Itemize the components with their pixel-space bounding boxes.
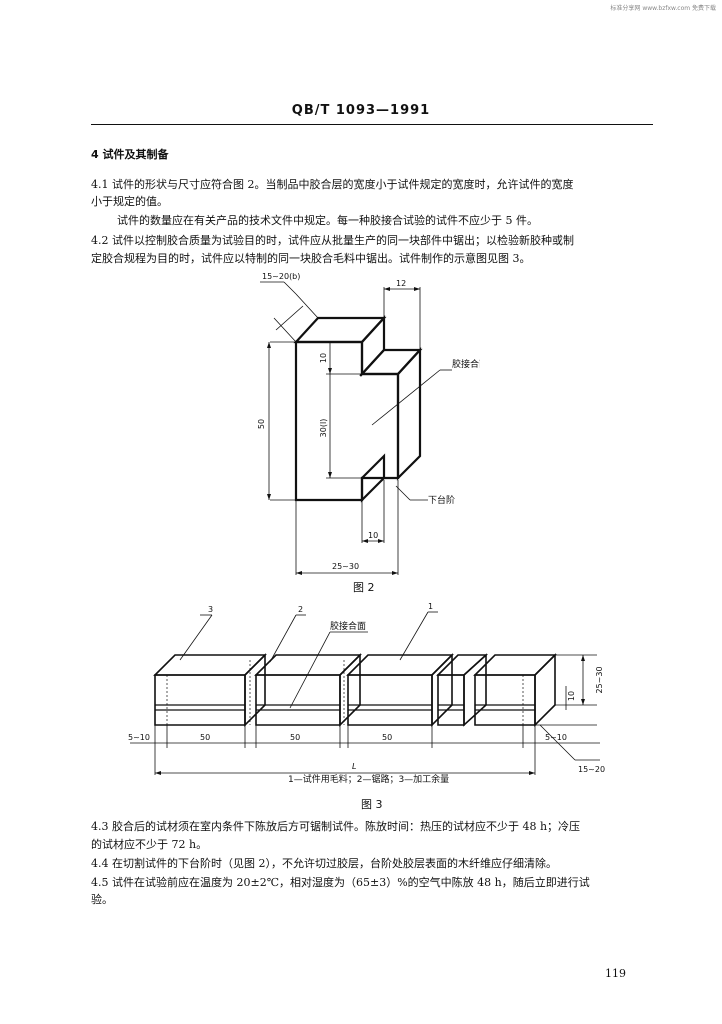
fig3-dim-5-10-left: 5~10: [128, 733, 150, 742]
watermark: 标准分享网 www.bzfxw.com 免费下载: [610, 5, 716, 12]
para-4-1-line2: 小于规定的值。: [91, 195, 168, 208]
para-4-5-line1: 4.5 试件在试验前应在温度为 20±2℃，相对湿度为（65±3）%的空气中陈放…: [91, 876, 590, 889]
fig3-label-glue: 胶接合面: [330, 620, 366, 632]
fig2-dim-10-bottom: 10: [368, 531, 378, 540]
fig3-dim-25-30: 25~30: [595, 666, 604, 693]
fig3-callout-2: 2: [298, 605, 303, 614]
para-4-1-line3: 试件的数量应在有关产品的技术文件中规定。每一种胶接合试验的试件不应少于 5 件。: [117, 214, 538, 227]
fig2-dim-top: 15~20(b): [262, 272, 300, 281]
fig2-dim-25-30: 25~30: [332, 562, 359, 571]
fig3-callout-3: 3: [208, 605, 213, 614]
fig2-label-glue: 胶接合面: [452, 358, 480, 370]
para-4-3-line1: 4.3 胶合后的试材须在室内条件下陈放后方可锯制试件。陈放时间：热压的试材应不少…: [91, 820, 581, 833]
figure-3-caption: 图 3: [361, 798, 383, 811]
figure-3-blocks: [153, 653, 557, 727]
para-4-5-line2: 验。: [91, 893, 113, 906]
figure-2-specimen: [293, 315, 423, 503]
fig2-dim-30: 30(l): [319, 419, 328, 438]
fig3-dim-10: 10: [567, 691, 576, 701]
fig2-dim-12: 12: [396, 279, 406, 288]
fig2-label-step: 下台阶: [428, 494, 455, 506]
fig3-dim-5-10-right: 5~10: [545, 733, 567, 742]
fig3-dim-50-b: 50: [290, 733, 300, 742]
header-rule: [91, 124, 653, 125]
section-title: 4 试件及其制备: [91, 148, 169, 161]
fig3-callout-1: 1: [428, 602, 433, 611]
figure-3-diagram: 3 2 1 胶接合面 5~10 50 50 50 5~10 L 10 25~30…: [128, 602, 605, 785]
fig3-dim-50-c: 50: [382, 733, 392, 742]
fig3-legend: 1—试件用毛料；2—锯路；3—加工余量: [288, 773, 449, 785]
fig3-dim-50-a: 50: [200, 733, 210, 742]
para-4-2-line1: 4.2 试件以控制胶合质量为试验目的时，试件应从批量生产的同一块部件中锯出；以检…: [91, 234, 574, 247]
fig2-dim-50: 50: [257, 419, 266, 429]
page-header: QB/T 1093—1991: [291, 103, 431, 118]
para-4-4: 4.4 在切割试件的下台阶时（见图 2），不允许切过胶层，台阶处胶层表面的木纤维…: [91, 857, 557, 870]
figure-2-caption: 图 2: [353, 581, 375, 594]
para-4-3-line2: 的试材应不少于 72 h。: [91, 838, 208, 851]
fig3-dim-L: L: [352, 762, 356, 771]
fig2-dim-10-top: 10: [319, 353, 328, 363]
para-4-1-line1: 4.1 试件的形状与尺寸应符合图 2。当制品中胶合层的宽度小于试件规定的宽度时，…: [91, 178, 574, 191]
fig3-dim-15-20: 15~20: [578, 765, 605, 774]
para-4-2-line2: 定胶合规程为目的时，试件应以特制的同一块胶合毛料中锯出。试件制作的示意图见图 3…: [91, 252, 531, 265]
figure-2-diagram: 15~20(b) 12 10 30(l) 50 10 25~30 胶接合面 下台…: [257, 272, 480, 575]
page-number: 119: [605, 967, 626, 980]
